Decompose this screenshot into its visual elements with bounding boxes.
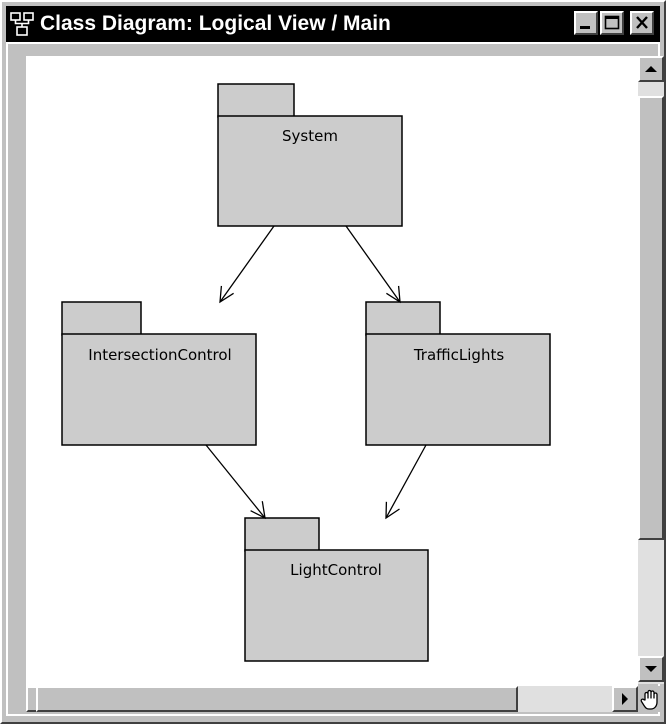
package-tab: [365, 301, 441, 336]
dependency-system-to-intersection-control[interactable]: [219, 225, 275, 304]
package-tab: [244, 517, 320, 552]
close-button[interactable]: [630, 11, 654, 35]
horizontal-scroll-thumb[interactable]: [36, 686, 518, 712]
minimize-button[interactable]: [574, 11, 598, 35]
package-name: LightControl: [290, 561, 382, 579]
class-diagram-icon: [9, 11, 35, 37]
window-title: Class Diagram: Logical View / Main: [40, 12, 391, 35]
package-light-control[interactable]: LightControl: [244, 517, 429, 662]
package-body: [61, 333, 257, 446]
package-name: TrafficLights: [413, 346, 505, 364]
package-tab: [61, 301, 142, 336]
package-body: [244, 549, 429, 662]
package-body: [365, 333, 551, 446]
horizontal-scrollbar[interactable]: [26, 686, 638, 712]
package-system[interactable]: System: [217, 83, 403, 227]
package-name: System: [282, 127, 338, 145]
dependency-intersection-control-to-light-control[interactable]: [205, 444, 266, 520]
package-intersection-control[interactable]: IntersectionControl: [61, 301, 257, 446]
package-diagram: System IntersectionControl TrafficLights…: [61, 83, 551, 662]
scroll-up-button[interactable]: [638, 56, 664, 82]
scroll-right-button[interactable]: [612, 686, 638, 712]
package-body: [217, 115, 403, 227]
package-tab: [217, 83, 295, 118]
vertical-scroll-thumb[interactable]: [638, 96, 664, 540]
package-traffic-lights[interactable]: TrafficLights: [365, 301, 551, 446]
dependency-traffic-lights-to-light-control[interactable]: [385, 444, 427, 520]
scroll-down-button[interactable]: [638, 656, 664, 682]
package-name: IntersectionControl: [88, 346, 231, 364]
pan-hand-button[interactable]: [638, 686, 664, 712]
maximize-button[interactable]: [600, 11, 624, 35]
title-bar[interactable]: Class Diagram: Logical View / Main: [6, 6, 660, 42]
dependency-system-to-traffic-lights[interactable]: [345, 225, 401, 304]
diagram-canvas[interactable]: System IntersectionControl TrafficLights…: [26, 56, 638, 692]
vertical-scrollbar[interactable]: [638, 56, 664, 684]
